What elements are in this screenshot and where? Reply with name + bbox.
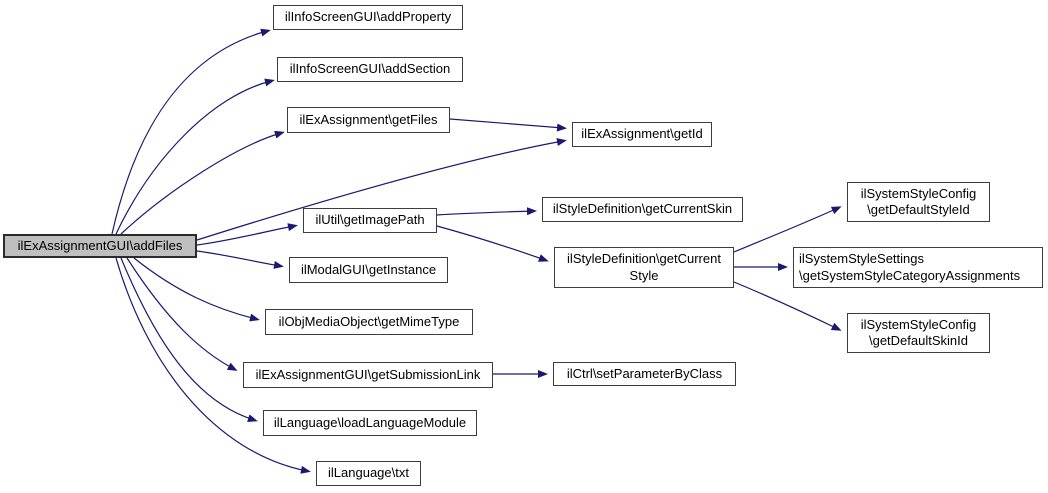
edge-addfiles-txt [115, 257, 311, 474]
node-ilutil-getimagepath[interactable]: ilUtil\getImagePath [303, 208, 437, 233]
node-ilsystemstylesettings-getsystemstylecategoryassignments[interactable]: ilSystemStyleSettings \getSystemStyleCat… [793, 247, 1043, 288]
edge-getimagepath-getcurrentskin [436, 207, 537, 216]
edge-addfiles-addproperty [111, 28, 271, 235]
node-ilinfoscreengui-addsection[interactable]: ilInfoScreenGUI\addSection [277, 57, 463, 82]
node-ilstyledefinition-getcurrentstyle[interactable]: ilStyleDefinition\getCurrent Style [554, 247, 734, 288]
edge-addfiles-loadlanguagemodule [120, 257, 258, 423]
node-ilsystemstyleconfig-getdefaultskinid[interactable]: ilSystemStyleConfig \getDefaultSkinId [847, 313, 990, 353]
edge-addfiles-getmimetype [133, 257, 260, 322]
edge-addfiles-getid [196, 138, 567, 241]
edge-addfiles-addsection [115, 78, 275, 235]
edge-getcurrentstyle-getdefaultskinid [733, 281, 842, 331]
node-ilexassignmentgui-getsubmissionlink[interactable]: ilExAssignmentGUI\getSubmissionLink [243, 362, 493, 388]
node-ilexassignment-getid[interactable]: ilExAssignment\getId [572, 122, 712, 147]
node-ilobjmediaobject-getmimetype[interactable]: ilObjMediaObject\getMimeType [265, 309, 473, 335]
edge-addfiles-getfiles [120, 130, 285, 235]
node-ilmodalgui-getinstance[interactable]: ilModalGUI\getInstance [289, 257, 448, 283]
node-illanguage-txt[interactable]: ilLanguage\txt [316, 461, 421, 486]
edge-getfiles-getid [449, 118, 567, 132]
edge-getimagepath-getcurrentstyle [436, 225, 549, 262]
node-illanguage-loadlanguagemodule[interactable]: ilLanguage\loadLanguageModule [263, 410, 477, 436]
node-ilinfoscreengui-addproperty[interactable]: ilInfoScreenGUI\addProperty [273, 5, 463, 30]
edge-addfiles-getinstance [196, 250, 284, 269]
node-ilsystemstyleconfig-getdefaultstyleid[interactable]: ilSystemStyleConfig \getDefaultStyleId [847, 182, 990, 222]
node-ilstyledefinition-getcurrentskin[interactable]: ilStyleDefinition\getCurrentSkin [542, 197, 743, 222]
node-ilctrl-setparameterbyclass[interactable]: ilCtrl\setParameterByClass [553, 362, 736, 386]
edge-getcurrentstyle-getdefaultstyleid [733, 206, 842, 253]
node-ilexassignment-getfiles[interactable]: ilExAssignment\getFiles [287, 107, 450, 133]
edge-addfiles-getsubmissionlink [126, 257, 238, 371]
edge-addfiles-getimagepath [196, 223, 298, 246]
node-ilexassignmentgui-addfiles: ilExAssignmentGUI\addFiles [3, 234, 197, 258]
